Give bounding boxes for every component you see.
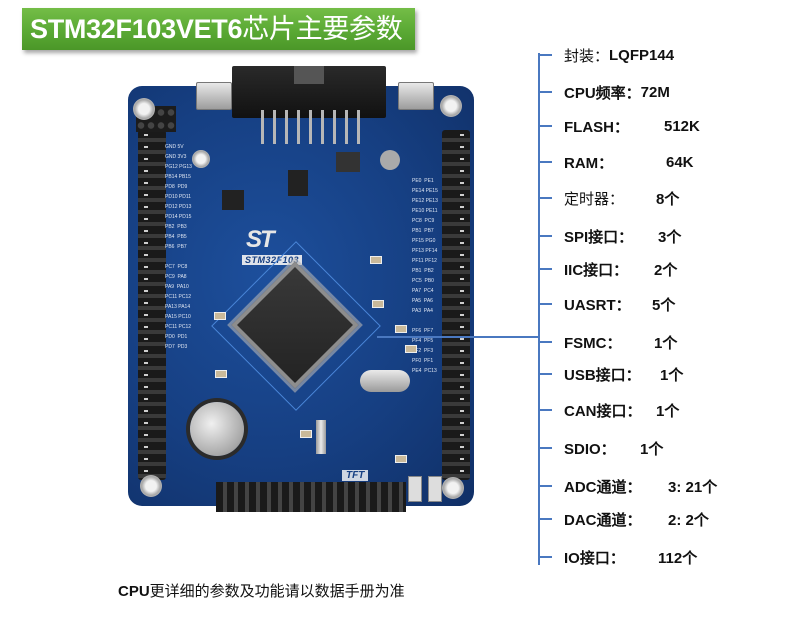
spec-io: IO接口：112个 xyxy=(538,545,697,569)
right-pin-header xyxy=(442,130,470,480)
tick xyxy=(538,235,552,237)
st-logo: ST xyxy=(246,226,275,253)
spec-spi: SPI接口：3个 xyxy=(538,224,681,248)
left-pin-header xyxy=(138,130,166,480)
left-pin-labels: GND 5V GND 3V3 PG12 PG13 PB14 PB15 PD8 P… xyxy=(165,144,192,350)
tick xyxy=(538,409,552,411)
jtag-idc-connector xyxy=(232,66,386,118)
tick xyxy=(538,556,552,558)
mount-hole-br xyxy=(442,477,464,499)
spec-cpu-freq: CPU频率：72M xyxy=(538,80,670,104)
tick xyxy=(538,125,552,127)
key2-button xyxy=(408,476,422,502)
spec-dac: DAC通道：2: 2个 xyxy=(538,507,709,531)
regulator-ic xyxy=(336,152,360,172)
mount-hole-tl xyxy=(133,98,155,120)
spec-sdio: SDIO：1个 xyxy=(538,436,663,460)
chip-callout-line xyxy=(377,336,538,338)
spec-flash: FLASH：512K xyxy=(538,114,700,138)
title-banner: STM32F103VET6芯片主要参数 xyxy=(22,8,415,50)
crystal-rtc xyxy=(316,420,326,454)
tick xyxy=(538,161,552,163)
usb-uart-ic xyxy=(222,190,244,210)
smd-part xyxy=(300,430,312,438)
spec-adc: ADC通道：3: 21个 xyxy=(538,474,717,498)
smd-part xyxy=(214,312,226,320)
smd-part xyxy=(395,325,407,333)
key1-button xyxy=(428,476,442,502)
spec-usb: USB接口：1个 xyxy=(538,362,683,386)
idc-pins xyxy=(254,110,366,144)
tick xyxy=(538,373,552,375)
smd-part xyxy=(395,455,407,463)
smd-part xyxy=(215,370,227,378)
spec-iic: IIC接口：2个 xyxy=(538,257,677,281)
tick xyxy=(538,303,552,305)
tft-silk-label: TFT xyxy=(342,470,369,481)
footer-text: 更详细的参数及功能请以数据手册为准 xyxy=(149,583,405,600)
tick xyxy=(538,485,552,487)
tick xyxy=(538,197,552,199)
tick xyxy=(538,91,552,93)
mount-hole-bl xyxy=(140,475,162,497)
chip-silk-label: STM32F103 xyxy=(242,255,303,265)
mount-hole-tr xyxy=(440,95,462,117)
eeprom-ic xyxy=(288,170,308,196)
smd-part xyxy=(372,300,384,308)
mini-usb-connector-left xyxy=(196,82,232,110)
spec-ram: RAM：64K xyxy=(538,150,694,174)
coin-cell-battery xyxy=(190,402,244,456)
tick xyxy=(538,54,552,56)
tick xyxy=(538,447,552,449)
tick xyxy=(538,518,552,520)
spec-bracket-line xyxy=(538,53,540,565)
tick xyxy=(538,268,552,270)
spec-fsmc: FSMC：1个 xyxy=(538,330,677,354)
spec-timers: 定时器：8个 xyxy=(538,186,679,210)
right-pin-labels: PE0 PE1 PE14 PE15 PE12 PE13 PE10 PE11 PC… xyxy=(412,178,438,374)
footer-lead: CPU xyxy=(118,583,150,600)
spec-package: 封装：LQFP144 xyxy=(538,43,674,67)
mount-hole-inner xyxy=(192,150,210,168)
bottom-pin-header xyxy=(216,482,406,512)
smd-part xyxy=(405,345,417,353)
mini-usb-connector-right xyxy=(398,82,434,110)
tick xyxy=(538,341,552,343)
smd-part xyxy=(370,256,382,264)
datasheet-note: CPU更详细的参数及功能请以数据手册为准 xyxy=(118,580,405,601)
mount-hole-inner-2 xyxy=(380,150,400,170)
crystal-main xyxy=(360,370,410,392)
spec-can: CAN接口：1个 xyxy=(538,398,679,422)
spec-usart: UASRT：5个 xyxy=(538,292,675,316)
title-model: STM32F103VET6 xyxy=(30,14,243,44)
title-suffix: 芯片主要参数 xyxy=(242,14,403,44)
